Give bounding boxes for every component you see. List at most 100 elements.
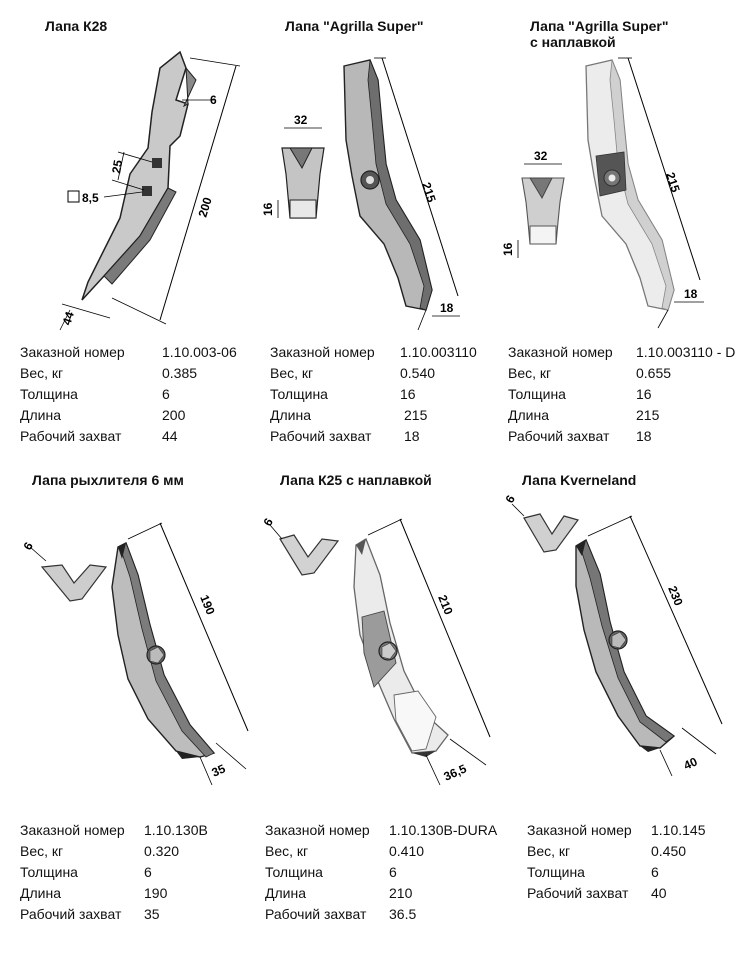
spec-label: Заказной номер [20,344,125,360]
spec-label: Заказной номер [508,344,613,360]
spec-value: 215 [636,407,660,423]
dim-thickness: 6 [210,93,217,107]
dim-width: 36,5 [442,761,469,783]
spec-value: 6 [389,864,397,880]
spec-value: 40 [651,885,667,901]
card-title: Лапа "Agrilla Super" с наплавкой [530,18,669,50]
spec-label: Длина [508,407,549,423]
spec-label: Толщина [20,864,78,880]
spec-row: Толщина 6 [20,862,255,883]
dim-length: 200 [195,195,214,219]
card-title: Лапа Kverneland [522,472,637,488]
spec-label: Длина [270,407,311,423]
ripper-tine-drawing: 6 190 35 [20,522,249,786]
card-title: Лапа К28 [45,18,108,34]
spec-row: Толщина 6 [20,384,260,405]
spec-label: Вес, кг [265,843,309,859]
card-title: Лапа К25 с наплавкой [280,472,432,488]
spec-row: Заказной номер 1.10.003-06 [20,342,260,363]
dim-profile-width: 32 [294,113,308,127]
spec-row: Рабочий захват 35 [20,904,255,925]
card-title: Лапа рыхлителя 6 мм [32,472,184,488]
spec-value: 0.410 [389,843,425,859]
dim-hole-spacing: 25 [109,159,125,175]
spec-value: 18 [404,428,420,444]
spec-row: Вес, кг 0.410 [265,841,510,862]
spec-value: 6 [162,386,170,402]
spec-label: Рабочий захват [508,428,610,444]
spec-row: Толщина 6 [527,862,747,883]
spec-label: Вес, кг [270,365,314,381]
spec-value: 210 [389,885,413,901]
spec-label: Толщина [20,386,78,402]
spec-label: Заказной номер [527,822,632,838]
dim-thickness: 6 [502,492,518,505]
dim-hole-size: 8,5 [82,191,99,205]
dim-profile-height: 16 [261,202,275,216]
spec-label: Рабочий захват [20,906,122,922]
spec-value: 1.10.130B [144,822,208,838]
spec-row: Заказной номер 1.10.145 [527,820,747,841]
spec-value: 1.10.145 [651,822,706,838]
spec-row: Длина 190 [20,883,255,904]
spec-value: 0.320 [144,843,180,859]
spec-row: Вес, кг 0.540 [270,363,505,384]
spec-row: Длина 210 [265,883,510,904]
dim-length: 215 [663,171,683,195]
spec-row: Вес, кг 0.320 [20,841,255,862]
dim-length: 215 [419,181,439,205]
spec-label: Толщина [527,864,585,880]
spec-label: Рабочий захват [20,428,122,444]
spec-value: 0.385 [162,365,198,381]
spec-value: 0.450 [651,843,687,859]
spec-table: Заказной номер 1.10.130B Вес, кг 0.320 Тол… [20,820,255,925]
agrilla-hardfaced-tine-drawing: 32 16 215 18 [501,57,704,329]
dim-width: 18 [684,287,698,301]
spec-value: 6 [651,864,659,880]
spec-value: 0.655 [636,365,672,381]
spec-label: Заказной номер [20,822,125,838]
spec-value: 200 [162,407,186,423]
spec-value: 215 [404,407,428,423]
spec-value: 190 [144,885,168,901]
k25-hardfaced-tine-drawing: 6 210 36,5 [260,515,491,786]
spec-label: Вес, кг [20,365,64,381]
spec-value: 1.10.003-06 [162,344,237,360]
dim-width: 35 [210,761,228,779]
dim-width: 18 [440,301,454,315]
spec-label: Вес, кг [508,365,552,381]
spec-value: 16 [636,386,652,402]
dim-length: 190 [197,593,218,617]
spec-value: 6 [144,864,152,880]
spec-label: Заказной номер [270,344,375,360]
dim-width: 44 [60,310,78,327]
spec-label: Вес, кг [20,843,64,859]
spec-label: Длина [20,885,61,901]
spec-label: Длина [265,885,306,901]
spec-table: Заказной номер 1.10.003-06 Вес, кг 0.385 Т… [20,342,260,447]
dim-width: 40 [682,754,700,772]
spec-value: 0.540 [400,365,436,381]
spec-value: 16 [400,386,416,402]
dim-length: 210 [435,593,456,617]
spec-label: Рабочий захват [527,885,629,901]
spec-value: 35 [144,906,160,922]
spec-row: Вес, кг 0.655 [508,363,748,384]
spec-value: 18 [636,428,652,444]
spec-row: Длина 215 [270,405,505,426]
kverneland-tine-drawing: 6 230 40 [502,492,723,777]
